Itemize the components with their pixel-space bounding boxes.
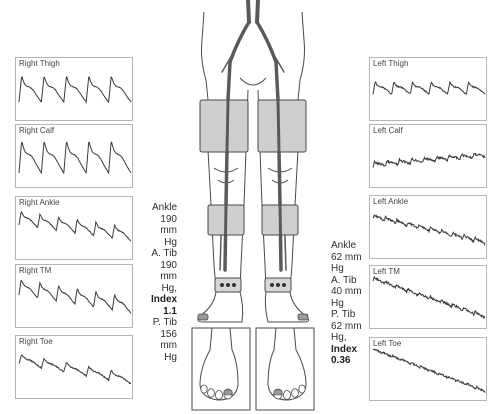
panel-label: Right TM <box>19 266 52 275</box>
waveform-right-toe <box>18 354 132 385</box>
panel-left-calf: Left Calf <box>369 124 487 188</box>
ptib-unit: Hg, <box>331 332 347 343</box>
aorta <box>246 0 251 24</box>
panel-left-tm: Left TM <box>369 265 487 329</box>
ptib-label: P. Tib <box>152 317 177 328</box>
branch-artery <box>270 49 285 73</box>
toe <box>291 388 299 398</box>
right-iliac-artery <box>225 99 230 153</box>
sensor-dot <box>282 283 286 287</box>
index-label: Index <box>331 343 358 355</box>
toe <box>298 384 306 394</box>
aorta <box>255 0 260 24</box>
waveform-left-ankle <box>372 214 486 247</box>
toe <box>200 384 208 394</box>
left-foot-top-outline <box>267 327 307 401</box>
waveform-left-toe <box>372 348 486 393</box>
panel-left-ankle: Left Ankle <box>369 195 487 259</box>
toe-sensor <box>297 313 309 321</box>
waveform-right-ankle <box>18 210 132 242</box>
right-foot-top-outline <box>199 327 239 401</box>
left-iliac-artery <box>278 204 282 236</box>
waveform-right-calf <box>18 141 132 175</box>
left-iliac-artery <box>276 99 281 153</box>
left-foot <box>264 291 310 323</box>
toe <box>283 390 292 400</box>
right-leg-pressure-readings: Ankle 190 mm Hg A. Tib 190 mm Hg, Index … <box>151 202 177 363</box>
panel-label: Right Thigh <box>19 59 60 68</box>
atib-value: 190 <box>160 259 177 271</box>
right-thigh-cuff <box>199 99 249 153</box>
atib-label: A. Tib <box>151 248 177 259</box>
waveform-left-thigh <box>372 80 486 96</box>
panel-label: Left Calf <box>373 126 403 135</box>
panel-right-tm: Right TM <box>15 264 133 328</box>
atib-label: A. Tib <box>331 274 357 286</box>
ankle-label: Ankle <box>331 240 357 251</box>
ptib-unit: Hg <box>164 351 177 363</box>
legs-illustration <box>191 0 315 411</box>
panel-label: Left Ankle <box>373 197 409 206</box>
branch-artery <box>221 49 236 73</box>
atib-unit: Hg, <box>161 282 177 294</box>
sensor-dot <box>226 283 230 287</box>
ankle-unit: Hg <box>164 236 177 248</box>
toe <box>207 388 215 398</box>
index-value: 1.1 <box>163 305 177 317</box>
panel-label: Left TM <box>373 267 400 276</box>
waveform-right-thigh <box>18 76 132 105</box>
toe-sensor <box>223 389 233 396</box>
panel-label: Right Ankle <box>19 198 60 207</box>
sensor-dot <box>276 283 280 287</box>
hip-outline <box>201 11 209 101</box>
panel-right-thigh: Right Thigh <box>15 57 133 121</box>
panel-right-calf: Right Calf <box>15 124 133 188</box>
sensor-dot <box>232 283 236 287</box>
toe <box>215 390 224 400</box>
toe-sensor <box>197 313 209 321</box>
ankle-value: 190 <box>160 213 177 225</box>
waveform-right-tm <box>18 279 132 314</box>
toe-sensor <box>273 389 283 396</box>
panel-label: Right Toe <box>19 337 53 346</box>
ankle-value: 62 mm <box>331 251 362 263</box>
panel-label: Right Calf <box>19 126 55 135</box>
left-thigh-cuff <box>257 99 307 153</box>
right-foot <box>197 291 244 323</box>
atib-unit: mm <box>160 271 177 282</box>
ankle-unit: Hg <box>331 263 344 274</box>
sensor-dot <box>270 283 274 287</box>
panel-right-ankle: Right Ankle <box>15 196 133 260</box>
hip-outline <box>297 11 305 101</box>
ankle-label: Ankle <box>151 202 177 213</box>
left-leg-pressure-readings: Ankle 62 mm Hg A. Tib 40 mm Hg P. Tib 62… <box>331 240 381 367</box>
waveform-left-tm <box>372 276 485 320</box>
index-value: 0.36 <box>331 355 351 366</box>
ptib-value: 156 <box>160 328 177 340</box>
atib-unit: Hg <box>331 297 344 309</box>
right-iliac-artery <box>224 204 228 236</box>
ankle-unit: mm <box>160 225 177 236</box>
panel-right-toe: Right Toe <box>15 335 133 399</box>
index-label: Index <box>151 294 178 305</box>
panel-left-toe: Left Toe <box>369 337 487 401</box>
groin-outline <box>239 77 267 86</box>
panel-label: Left Thigh <box>373 59 409 68</box>
panel-left-thigh: Left Thigh <box>369 57 487 121</box>
panel-label: Left Toe <box>373 339 402 348</box>
sensor-dot <box>220 283 224 287</box>
waveform-left-calf <box>372 152 486 168</box>
ptib-label: P. Tib <box>331 309 356 320</box>
atib-value: 40 mm <box>331 286 362 297</box>
ptib-unit: mm <box>160 340 177 351</box>
ptib-value: 62 mm <box>331 320 362 332</box>
